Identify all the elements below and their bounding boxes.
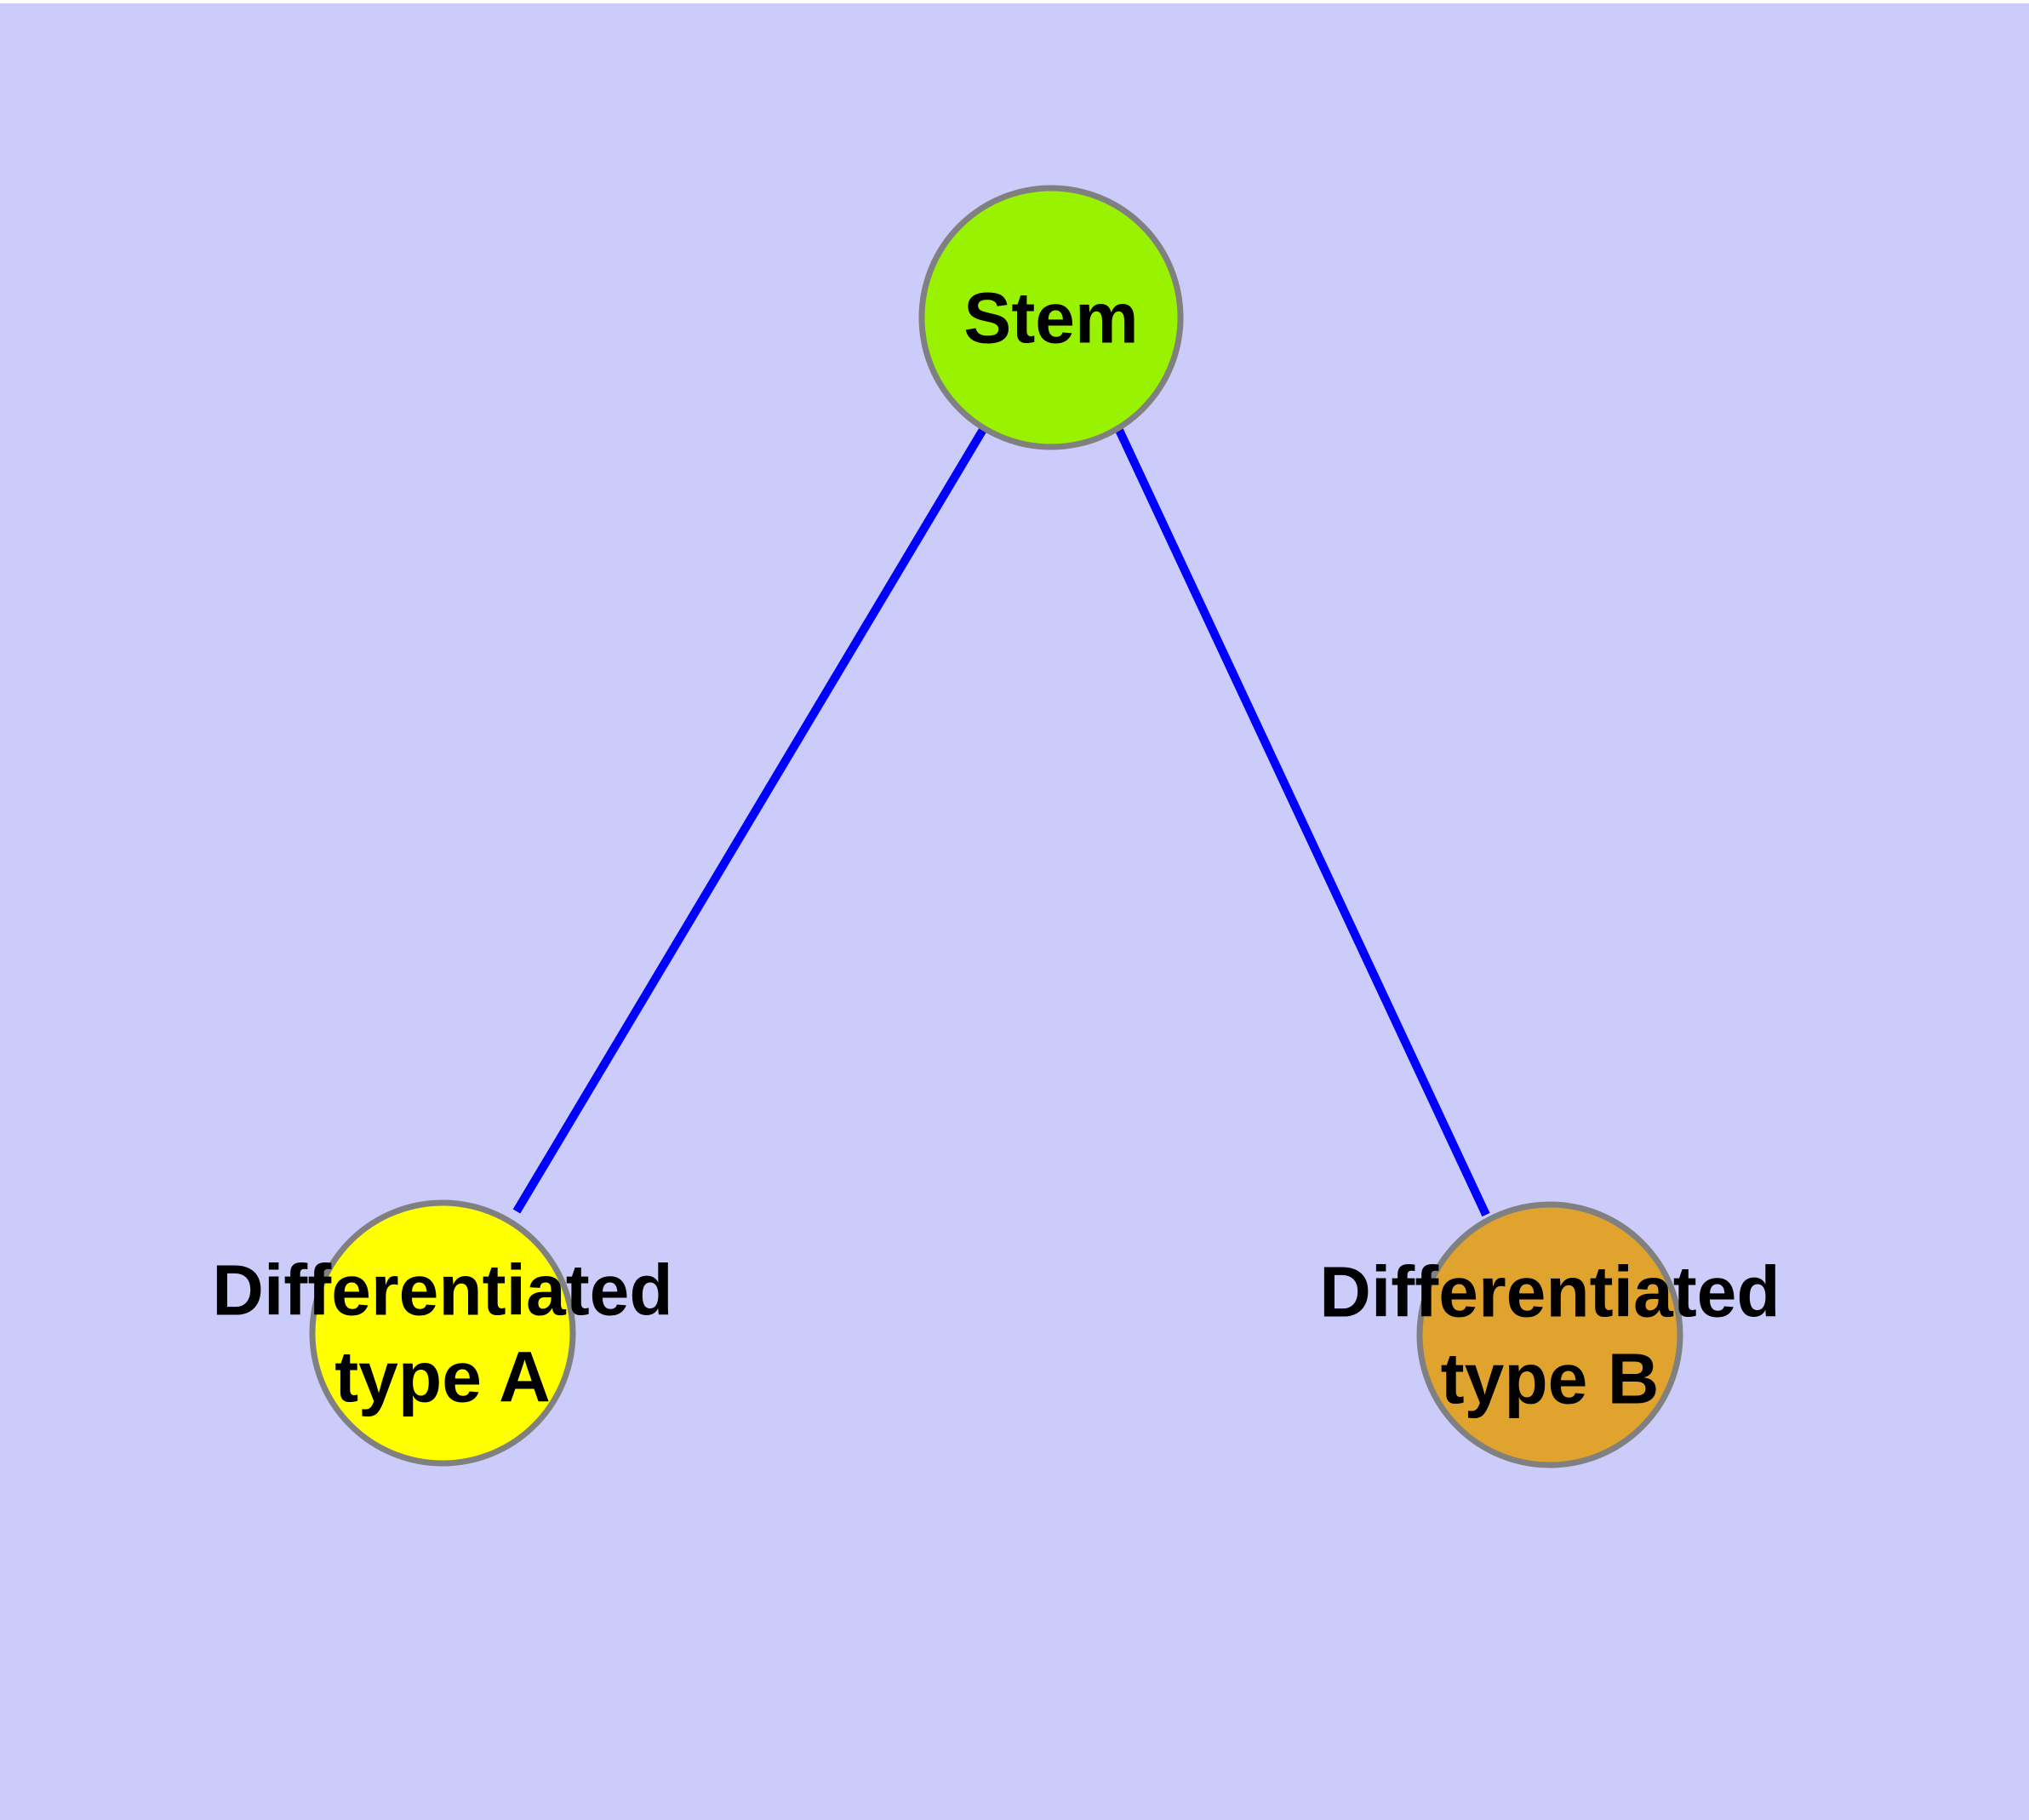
edge-stem-to-differentiated-type-a[interactable]	[512, 426, 988, 1214]
node-stem[interactable]	[918, 185, 1184, 450]
node-differentiated-type-a-circle[interactable]	[309, 1199, 576, 1467]
node-differentiated-type-b[interactable]	[1416, 1201, 1683, 1468]
node-differentiated-type-b-circle[interactable]	[1416, 1201, 1683, 1468]
node-layer	[309, 185, 1683, 1468]
node-differentiated-type-a[interactable]	[309, 1199, 576, 1467]
edge-layer	[512, 426, 1490, 1217]
node-stem-label: Stem	[963, 278, 1138, 358]
edge-stem-to-differentiated-type-b[interactable]	[1114, 426, 1490, 1217]
node-stem-circle[interactable]	[918, 185, 1184, 450]
